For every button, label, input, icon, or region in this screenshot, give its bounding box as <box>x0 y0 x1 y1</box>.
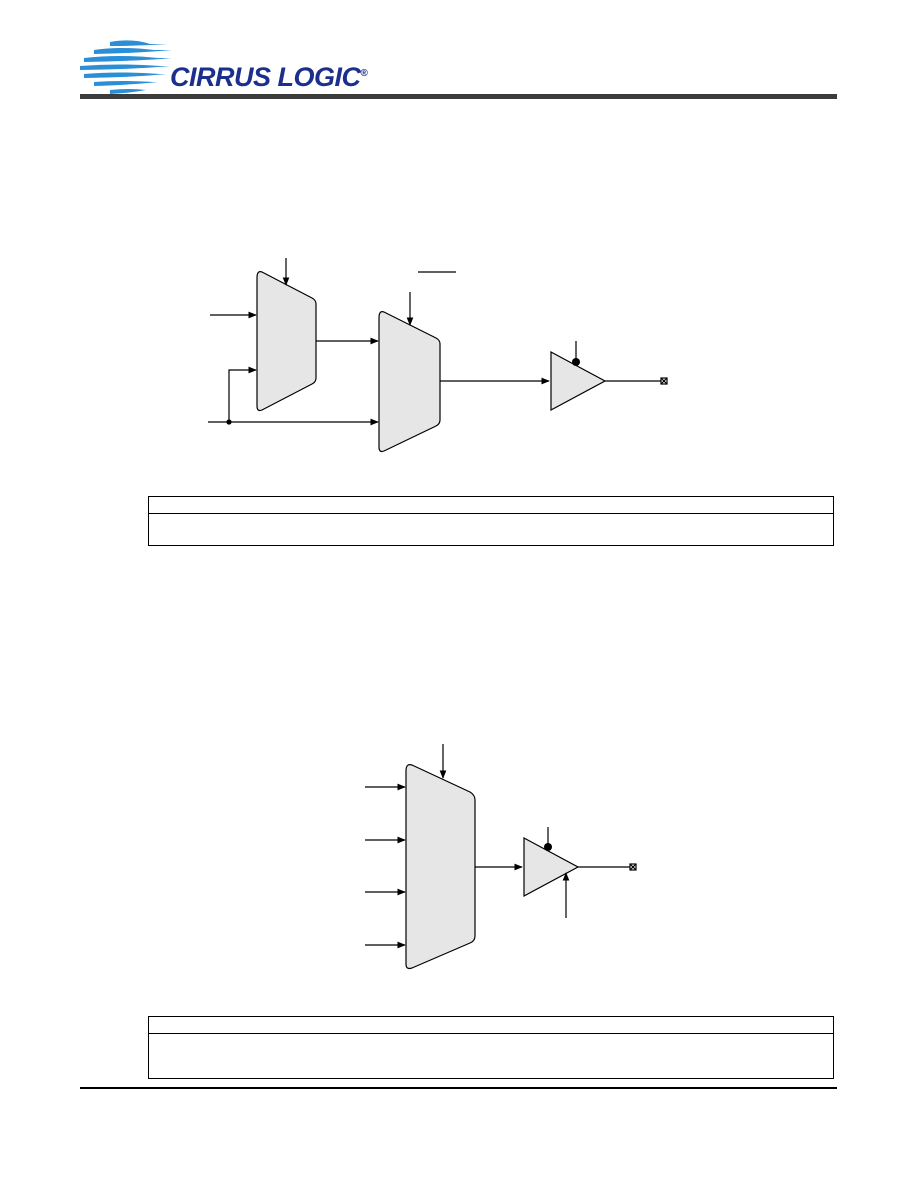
mux-3 <box>405 764 476 970</box>
mux-2 <box>378 311 441 453</box>
amplifier-1 <box>550 350 607 412</box>
footer-rule <box>80 1087 837 1089</box>
junction-dot-1 <box>226 419 232 425</box>
header-rule <box>80 94 837 99</box>
figure-1-caption-table <box>148 496 834 546</box>
signal-path-diagram-2 <box>365 744 637 970</box>
figure-2-caption-header <box>149 1017 833 1034</box>
cirrus-logic-logo-icon <box>80 40 172 94</box>
figure-2-caption-table <box>148 1016 834 1079</box>
amp-1-control-dot <box>572 358 580 366</box>
amplifier-2 <box>523 836 580 898</box>
logo-text: CIRRUS LOGIC® <box>170 62 368 92</box>
figure-1-caption-header <box>149 497 833 514</box>
mux-1-input-b <box>228 366 257 422</box>
amp-2-control-dot <box>544 843 552 851</box>
mux-1 <box>256 271 317 412</box>
figure-2-caption-body <box>149 1034 833 1052</box>
signal-path-diagram-1 <box>208 258 668 453</box>
